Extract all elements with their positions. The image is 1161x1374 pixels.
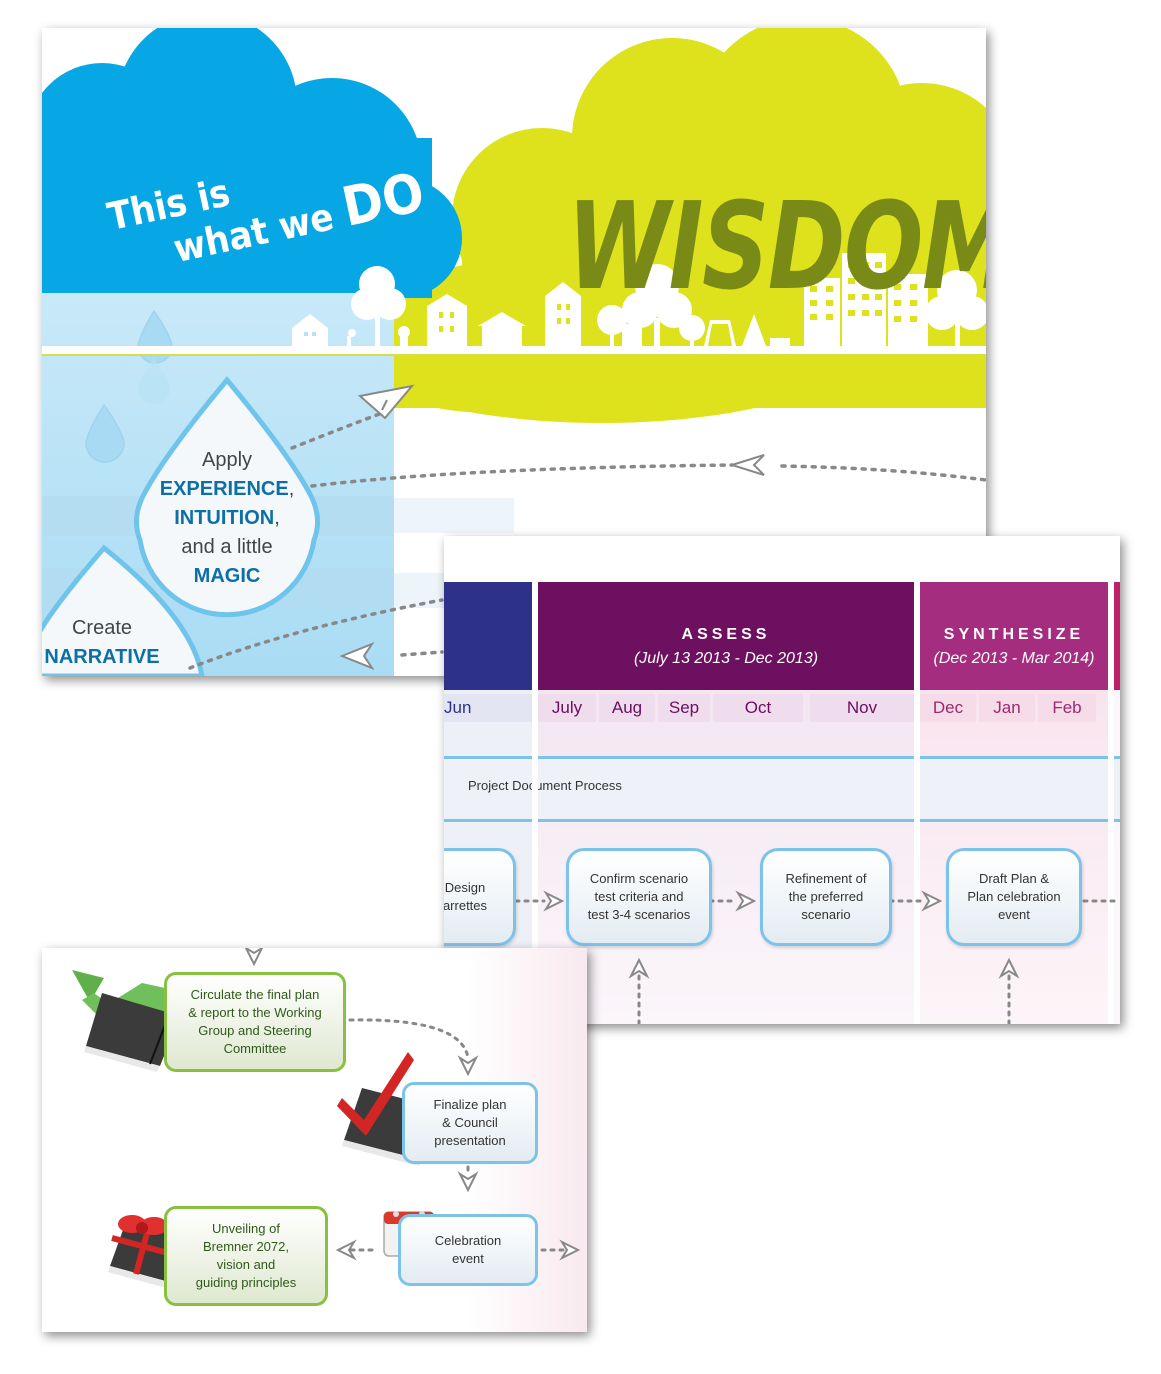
wisdom-headline: WISDOM xyxy=(567,178,986,317)
step-unveiling: Unveiling of Bremner 2072, vision and gu… xyxy=(164,1206,328,1306)
month-jun: Jun xyxy=(444,694,532,722)
steps-slide: 15 Circulate the final plan & report to … xyxy=(42,948,587,1332)
month-nov: Nov xyxy=(810,694,914,722)
step-unveiling-text: Unveiling of Bremner 2072, vision and gu… xyxy=(195,1221,297,1290)
drop-create-line1: Create xyxy=(71,617,133,639)
timeline-slide: ASSESS (July 13 2013 - Dec 2013) SYNTHES… xyxy=(444,536,1120,1024)
month-oct: Oct xyxy=(713,694,803,722)
month-jan: Jan xyxy=(979,694,1035,722)
drop-apply-line4: and a little xyxy=(181,536,273,558)
skyline xyxy=(292,253,986,346)
month-dec: Dec xyxy=(920,694,976,722)
month-sep: Sep xyxy=(658,694,710,722)
step-finalize-plan-text: Finalize plan & Council presentation xyxy=(433,1097,507,1148)
drop-apply-experience: EXPERIENCE xyxy=(159,478,289,500)
phase-assess-dates: (July 13 2013 - Dec 2013) xyxy=(633,650,819,667)
timeline-arrows xyxy=(514,890,1120,1024)
box-refinement: Refinement of the preferred scenario xyxy=(760,848,892,946)
row-label: Project Document Process xyxy=(468,778,622,793)
drop-apply-magic: MAGIC xyxy=(193,565,261,587)
box-confirm-scenario-text: Confirm scenario test criteria and test … xyxy=(587,871,691,922)
step-circulate-plan: Circulate the final plan & report to the… xyxy=(164,972,346,1072)
step-celebration-event-text: Celebration event xyxy=(434,1233,502,1266)
blue-cloud xyxy=(42,28,462,298)
prev-phase-header xyxy=(444,582,532,690)
document-process-row xyxy=(444,756,1120,822)
wisdom-slide: This is what we DO WISDOM Apply EXPERIEN… xyxy=(42,28,986,676)
phase-assess: ASSESS (July 13 2013 - Dec 2013) xyxy=(538,582,914,690)
month-feb: Feb xyxy=(1038,694,1096,722)
box-draft-plan-text: Draft Plan & Plan celebration event xyxy=(967,871,1061,922)
step-finalize-plan: Finalize plan & Council presentation xyxy=(402,1082,538,1164)
drop-create-narrative: NARRATIVE xyxy=(44,646,160,668)
box-design-charrettes: Design arrettes xyxy=(444,848,516,946)
drop-apply-intuition: INTUITION xyxy=(174,507,275,529)
phase-assess-name: ASSESS xyxy=(681,626,771,643)
phase-synthesize-name: SYNTHESIZE xyxy=(943,626,1085,643)
drop-apply-text: Apply EXPERIENCE, INTUITION, and a littl… xyxy=(152,446,302,591)
drop-create-text: Create NARRATIVE xyxy=(42,614,162,672)
box-design-charrettes-text: Design arrettes xyxy=(444,880,488,913)
box-refinement-text: Refinement of the preferred scenario xyxy=(785,871,867,922)
month-july: July xyxy=(538,694,596,722)
timeline-header-bar xyxy=(444,536,1120,582)
box-confirm-scenario: Confirm scenario test criteria and test … xyxy=(566,848,712,946)
drop-apply-shape xyxy=(134,376,320,618)
phase-synthesize: SYNTHESIZE (Dec 2013 - Mar 2014) xyxy=(920,582,1108,690)
drop-apply-comma1: , xyxy=(288,478,295,500)
drop-create-shape xyxy=(42,544,205,676)
step-celebration-event: Celebration event xyxy=(398,1214,538,1286)
step-circulate-plan-text: Circulate the final plan & report to the… xyxy=(188,987,322,1056)
drop-apply-line1: Apply xyxy=(201,449,253,471)
month-aug: Aug xyxy=(599,694,655,722)
drop-apply-comma2: , xyxy=(274,507,280,529)
phase-synthesize-dates: (Dec 2013 - Mar 2014) xyxy=(933,650,1095,667)
wisdom-illustration xyxy=(42,28,986,676)
box-draft-plan: Draft Plan & Plan celebration event xyxy=(946,848,1082,946)
